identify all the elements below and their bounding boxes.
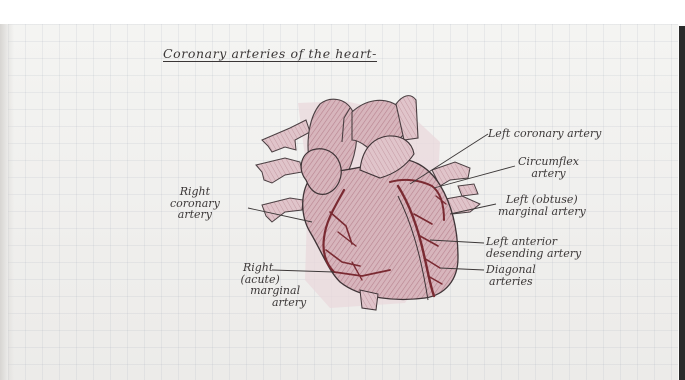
label-left-coronary-artery: Left coronary artery bbox=[488, 128, 601, 140]
label-line: Diagonal bbox=[486, 264, 536, 276]
label-left-obtuse-marginal-artery: Left (obtuse) marginal artery bbox=[498, 194, 586, 217]
label-right-acute-marginal-artery: Right (acute) marginal artery bbox=[210, 262, 306, 308]
label-left-anterior-descending-artery: Left anterior desending artery bbox=[486, 236, 581, 259]
label-line: artery bbox=[170, 209, 220, 221]
label-circumflex-artery: Circumflex artery bbox=[518, 156, 579, 179]
label-diagonal-arteries: Diagonal arteries bbox=[486, 264, 536, 287]
page-title: Coronary arteries of the heart- bbox=[163, 47, 377, 60]
label-line: Circumflex bbox=[518, 156, 579, 168]
label-line: marginal artery bbox=[498, 206, 586, 218]
label-line: arteries bbox=[486, 276, 536, 288]
inferior-vessel bbox=[360, 290, 378, 310]
label-line: artery bbox=[210, 297, 306, 309]
label-line: artery bbox=[518, 168, 579, 180]
label-right-coronary-artery: Right coronary artery bbox=[170, 186, 220, 221]
label-line: marginal bbox=[210, 285, 306, 297]
label-line: Right bbox=[210, 262, 306, 274]
label-left-coronary-artery-text: Left coronary artery bbox=[488, 128, 601, 140]
label-line: Left anterior bbox=[486, 236, 581, 248]
label-line: desending artery bbox=[486, 248, 581, 260]
label-line: Left (obtuse) bbox=[498, 194, 586, 206]
label-line: Right bbox=[170, 186, 220, 198]
